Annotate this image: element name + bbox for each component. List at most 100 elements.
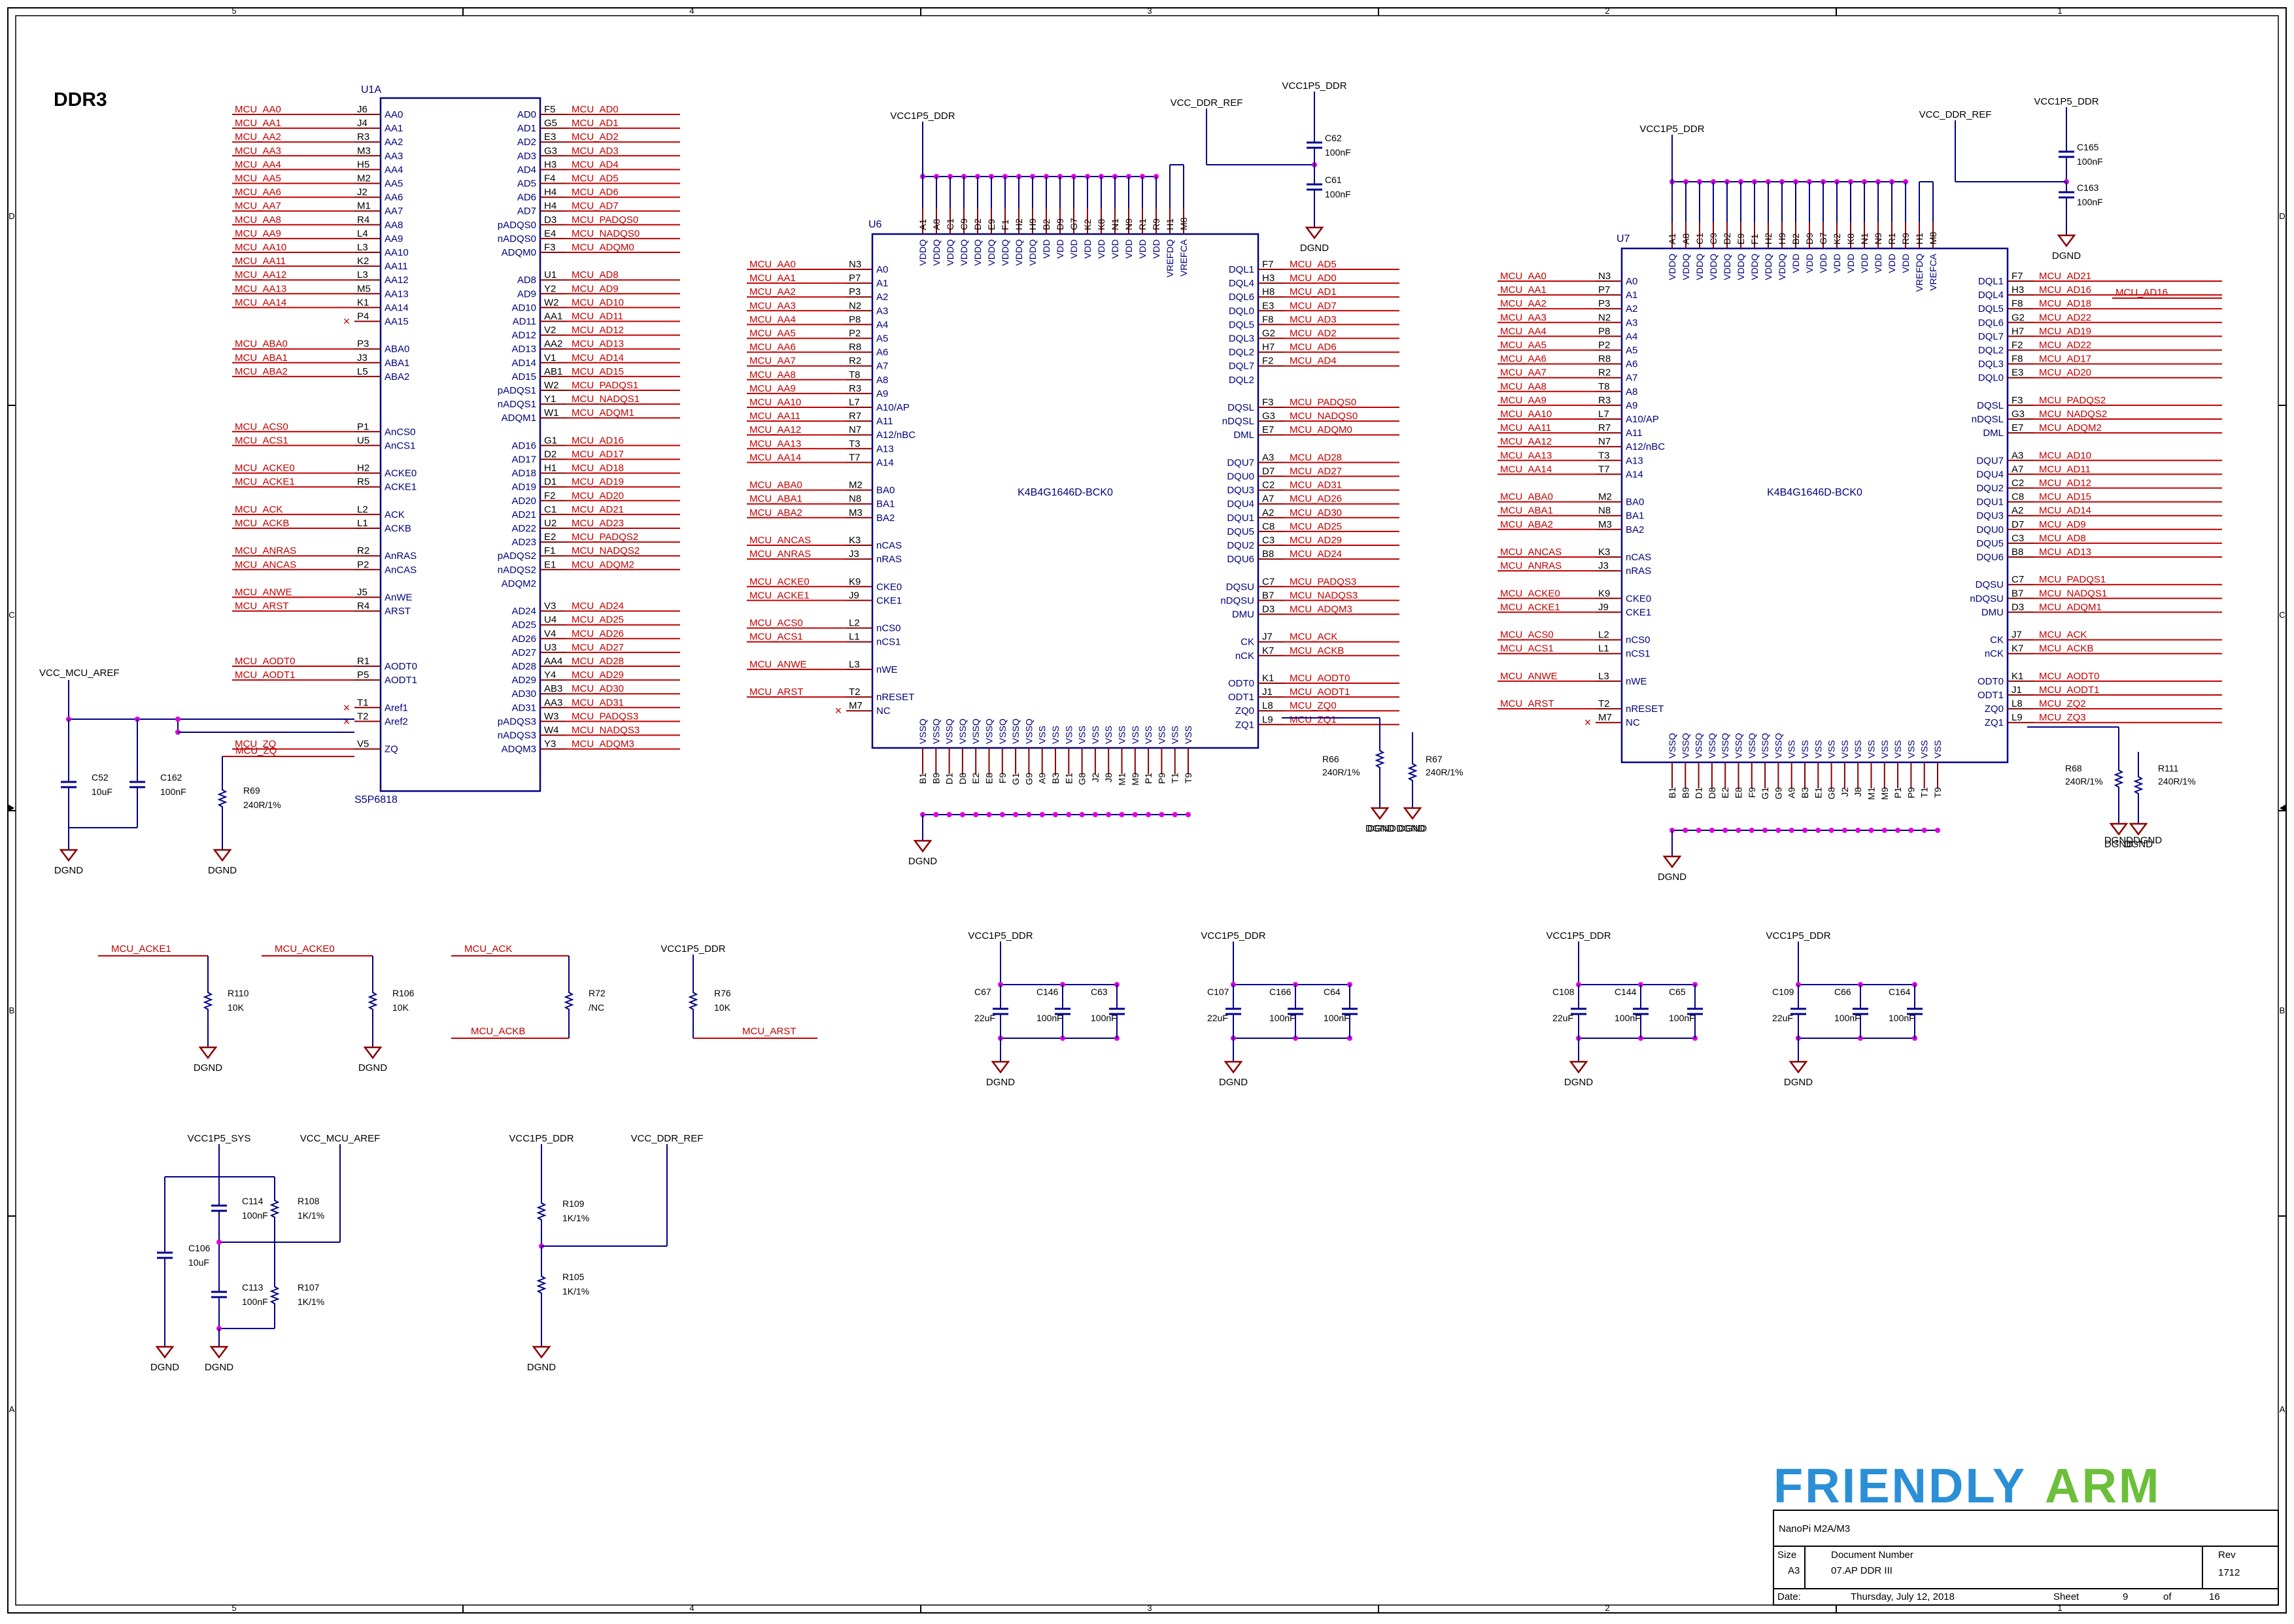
pin-name: nDQSU: [1220, 595, 1254, 606]
pin-number: B7: [2012, 588, 2023, 599]
net-label: MCU_AD21: [2039, 271, 2091, 282]
pin-name: nCS0: [876, 623, 901, 634]
pin-name: VSS: [1826, 740, 1837, 758]
pin-number: T8: [849, 369, 861, 381]
res-value: 10K: [392, 1002, 409, 1013]
net-label: MCU_PADQS2: [2039, 395, 2106, 406]
pin-number: R8: [849, 342, 861, 353]
tb-sheet-label: Sheet: [2053, 1591, 2080, 1602]
pin-number: E4: [544, 228, 556, 239]
dec-ref: C109: [1772, 987, 1794, 997]
net-label: MCU_ACKE0: [749, 576, 810, 587]
pin-number: P3: [357, 339, 369, 350]
pin-name: DQL1: [1978, 276, 2004, 287]
pin-number: K3: [1598, 547, 1610, 558]
net-label: MCU_AD9: [2039, 519, 2086, 530]
frame-arrow: [8, 804, 14, 812]
net-label: MCU_AD3: [572, 145, 619, 156]
pin-name: DQU6: [1227, 554, 1254, 565]
junction-dot: [1013, 812, 1019, 817]
pin-name: nRAS: [1626, 566, 1651, 577]
pin-number: L3: [357, 269, 368, 280]
cap-ref: C114: [242, 1196, 264, 1206]
pin-name: VSS: [1906, 740, 1916, 758]
net-label: MCU_AA9: [749, 383, 796, 394]
net-label: MCU_PADQS1: [2039, 574, 2106, 585]
pin-number: W2: [544, 380, 559, 391]
pin-number: D9: [1055, 218, 1065, 230]
pin-number: H8: [1262, 286, 1275, 297]
pin-name: DQU7: [1976, 455, 2004, 466]
net-label: MCU_AD18: [572, 463, 624, 474]
net-label: MCU_ANRAS: [235, 545, 296, 556]
pin-name: A13: [1626, 455, 1643, 466]
net-label: MCU_AA4: [235, 159, 281, 170]
dgnd-pair: DGNDDGND: [2104, 835, 2162, 846]
pin-name: VSS: [1063, 726, 1074, 744]
ground-label: DGND: [1398, 823, 1427, 834]
net-label: MCU_PADQS1: [572, 380, 638, 391]
net-label: MCU_AD28: [572, 656, 624, 667]
ground-label: DGND: [1219, 1077, 1248, 1088]
net-label: MCU_ADQM0: [572, 242, 634, 253]
pin-name: DQU5: [1976, 538, 2004, 549]
net-label: MCU_AODT1: [2039, 685, 2100, 696]
pin-name: ADQM2: [502, 578, 536, 589]
pin-number: AA4: [544, 656, 562, 667]
pin-name: DML: [1233, 430, 1254, 441]
pin-number: G9: [1773, 787, 1783, 800]
pin-name: VSS: [1103, 726, 1114, 744]
div2-vcc-label: VCC1P5_DDR: [509, 1133, 574, 1144]
pin-number: F1: [544, 545, 556, 556]
pin-name: VDD: [1123, 239, 1134, 259]
resistor-body: [536, 1271, 547, 1297]
pin-name: VDD: [1845, 254, 1856, 273]
pin-name: ZQ: [385, 744, 398, 755]
pin-number: E1: [544, 559, 556, 570]
net-label: MCU_AA13: [1500, 450, 1552, 461]
pin-number: A8: [931, 219, 942, 230]
col-number: 5: [231, 1603, 236, 1613]
pin-number: V1: [544, 352, 556, 364]
pin-name: DQL7: [1229, 361, 1254, 372]
pin-number: M9: [1879, 787, 1890, 800]
r68-val: 240R/1%: [2065, 776, 2103, 787]
net-label: MCU_AA12: [235, 269, 286, 280]
pin-name: VDD: [1096, 239, 1106, 259]
pin-name: AD30: [511, 688, 536, 700]
pin-number: E9: [1736, 233, 1746, 245]
pin-number: R2: [357, 545, 369, 556]
net-label: MCU_ADQM0: [1290, 424, 1352, 435]
pin-name: VDDQ: [1681, 254, 1691, 280]
pin-number: M5: [357, 283, 371, 294]
pin-number: J1: [1262, 686, 1273, 698]
pin-number: F1: [1749, 233, 1760, 245]
dec-value: 22uF: [1552, 1013, 1573, 1023]
junction-dot: [1119, 812, 1125, 817]
pin-number: D8: [1707, 787, 1717, 799]
tb-rev-label: Rev: [2218, 1549, 2236, 1561]
net-label: MCU_ANCAS: [235, 559, 296, 570]
friendlyarm-logo: FRIENDLY ARM: [1773, 1459, 2159, 1513]
pin-number: H3: [2012, 284, 2024, 296]
pin-name: VSSQ: [970, 719, 981, 744]
pin-number: K1: [1262, 673, 1274, 684]
pin-number: R3: [357, 131, 369, 143]
net-label: MCU_ADQM3: [1290, 604, 1352, 615]
pin-name: NC: [876, 705, 891, 717]
pin-number: E3: [544, 131, 556, 143]
pin-number: P7: [849, 273, 861, 284]
pin-number: R1: [1887, 233, 1897, 245]
pin-name: A4: [1626, 331, 1637, 342]
pin-number: H1: [1165, 218, 1175, 230]
no-connect: ×: [343, 715, 351, 728]
pin-number: M2: [357, 173, 371, 184]
pin-number: N2: [1598, 312, 1611, 323]
pin-name: A0: [876, 264, 888, 275]
pin-name: AD3: [517, 150, 536, 161]
pin-number: L8: [2012, 698, 2023, 709]
ground-label: DGND: [208, 865, 237, 876]
junction-dot: [946, 812, 952, 817]
tb-of-label: of: [2163, 1591, 2172, 1602]
net-label: MCU_ACK: [2039, 630, 2087, 641]
